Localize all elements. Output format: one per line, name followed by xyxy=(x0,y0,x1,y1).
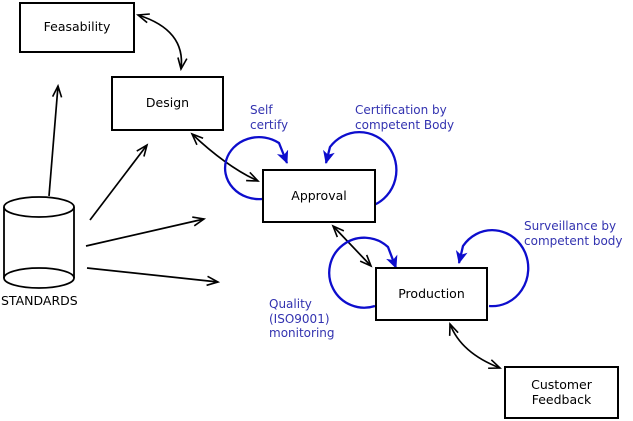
arrow-standards-production xyxy=(86,267,218,282)
loop-surveillance xyxy=(455,229,530,308)
arrow-standards-approval xyxy=(85,219,204,247)
node-feasability: Feasability xyxy=(19,2,135,53)
node-customer-feedback: Customer Feedback xyxy=(504,366,619,419)
node-approval: Approval xyxy=(262,169,376,223)
node-design-label: Design xyxy=(145,95,190,111)
arrow-production-feedback xyxy=(450,324,500,368)
annotation-surveillance: Surveillance by competent body xyxy=(524,219,623,248)
arrow-standards-feasability xyxy=(48,86,58,197)
node-design: Design xyxy=(111,76,224,131)
arrow-feasability-design xyxy=(138,15,181,69)
node-production: Production xyxy=(375,267,488,321)
standards-label: STANDARDS xyxy=(1,293,78,308)
annotation-quality-monitoring: Quality (ISO9001) monitoring xyxy=(269,297,335,341)
loop-quality-monitoring xyxy=(328,236,398,309)
node-production-label: Production xyxy=(398,285,465,301)
node-feasability-label: Feasability xyxy=(43,19,111,35)
arrow-approval-production xyxy=(333,226,371,266)
loop-self-certify xyxy=(223,136,289,201)
annotation-certification: Certification by competent Body xyxy=(355,103,455,132)
annotation-self-certify: Self certify xyxy=(250,103,289,132)
node-approval-label: Approval xyxy=(291,187,347,203)
arrow-standards-design xyxy=(89,145,147,221)
node-customer-feedback-label: Customer Feedback xyxy=(531,376,592,407)
standards-cylinder xyxy=(3,196,75,289)
loop-certification xyxy=(323,130,398,207)
